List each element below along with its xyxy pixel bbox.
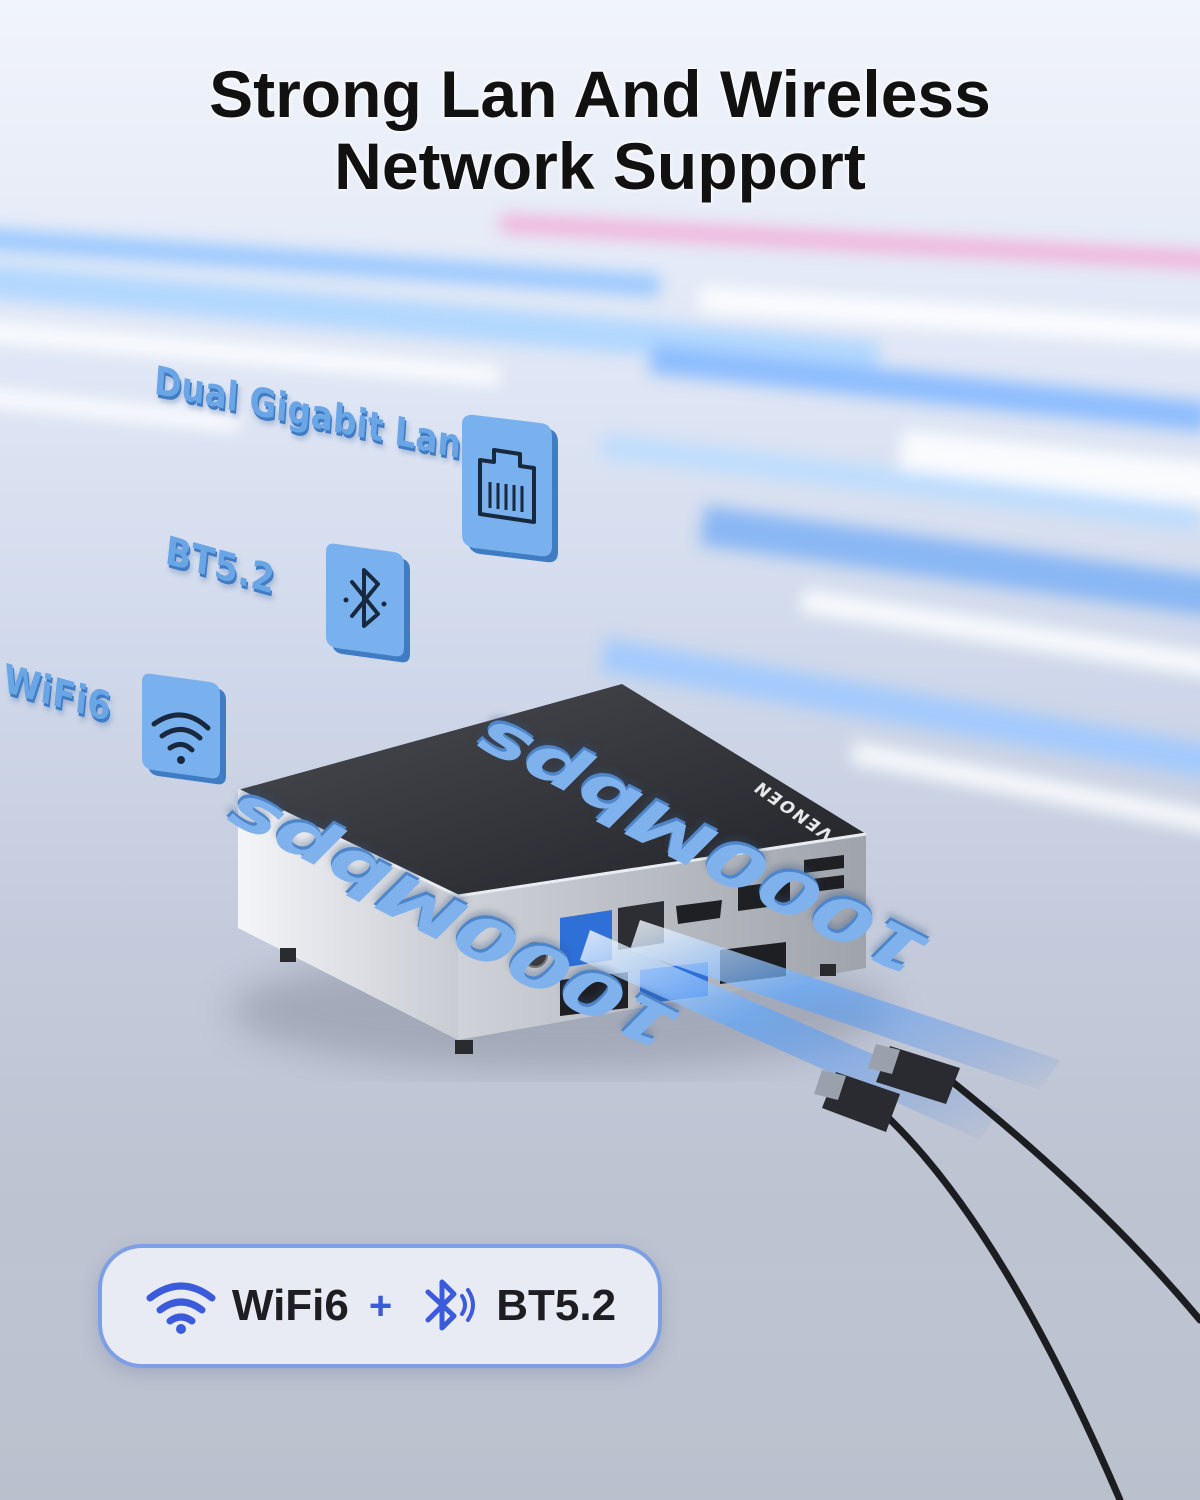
wifi-icon <box>142 673 226 785</box>
ethernet-port-icon <box>462 414 558 563</box>
page-title: Strong Lan And Wireless Network Support <box>0 58 1200 202</box>
title-line-2: Network Support <box>334 129 866 203</box>
wifi-icon <box>146 1282 216 1334</box>
bluetooth-icon <box>425 1279 476 1331</box>
badge-wifi-text: WiFi6 <box>231 1281 349 1330</box>
badge-bt-text: BT5.2 <box>496 1281 617 1330</box>
bluetooth-icon <box>326 543 410 663</box>
title-line-1: Strong Lan And Wireless <box>209 57 991 131</box>
badge-plus: + <box>368 1283 393 1328</box>
wifi-bt-badge: WiFi6 + BT5.2 <box>98 1244 662 1368</box>
